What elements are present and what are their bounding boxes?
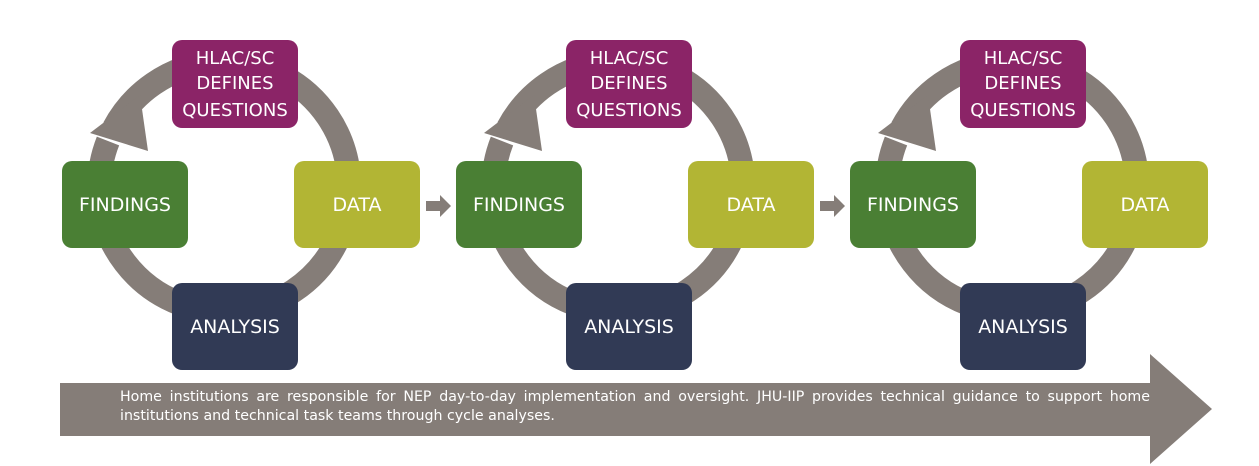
- cycle-3-questions-box: [960, 40, 1086, 128]
- cycle-3-questions-line-1: HLAC/SC: [984, 48, 1063, 69]
- cycle-1-questions-line-3: QUESTIONS: [182, 100, 288, 121]
- cycle-1-analysis-box: [172, 283, 298, 370]
- cycle-3-findings-label: FINDINGS: [867, 194, 959, 216]
- cycle-1-questions-line-1: HLAC/SC: [196, 48, 275, 69]
- timeline-arrow: [60, 354, 1212, 464]
- cycle-3-analysis-label: ANALYSIS: [978, 316, 1068, 338]
- cycle-3-data-label: DATA: [1121, 194, 1170, 216]
- cycle-2-data-label: DATA: [727, 194, 776, 216]
- cycle-3-data-box: [1082, 161, 1208, 248]
- cycle-3-questions-line-2: DEFINES: [984, 73, 1061, 94]
- cycle-2: HLAC/SC DEFINES QUESTIONS FINDINGS DATA …: [456, 40, 814, 370]
- cycle-3-arrowhead: [878, 95, 936, 151]
- cycle-1-arrowhead: [90, 95, 148, 151]
- cycle-3: HLAC/SC DEFINES QUESTIONS FINDINGS DATA …: [850, 40, 1208, 370]
- cycle-3-questions-line-3: QUESTIONS: [970, 100, 1076, 121]
- cycle-2-questions-box: [566, 40, 692, 128]
- cycle-1-questions-line-2: DEFINES: [196, 73, 273, 94]
- cycle-2-analysis-box: [566, 283, 692, 370]
- cycle-2-questions-line-1: HLAC/SC: [590, 48, 669, 69]
- cycle-1-findings-label: FINDINGS: [79, 194, 171, 216]
- cycle-3-analysis-box: [960, 283, 1086, 370]
- timeline-caption: Home institutions are responsible for NE…: [120, 389, 1150, 424]
- cycle-2-arrowhead: [484, 95, 542, 151]
- cycle-2-data-box: [688, 161, 814, 248]
- connector-arrow-2: [820, 195, 845, 217]
- cycle-2-questions-line-3: QUESTIONS: [576, 100, 682, 121]
- cycle-2-analysis-label: ANALYSIS: [584, 316, 674, 338]
- cycle-2-findings-label: FINDINGS: [473, 194, 565, 216]
- connector-arrow-1: [426, 195, 451, 217]
- cycle-2-findings-box: [456, 161, 582, 248]
- cycle-1-data-box: [294, 161, 420, 248]
- cycle-1-questions-box: [172, 40, 298, 128]
- cycle-3-findings-box: [850, 161, 976, 248]
- cycle-1: HLAC/SC DEFINES QUESTIONS FINDINGS DATA …: [62, 40, 420, 370]
- cycle-1-findings-box: [62, 161, 188, 248]
- cycle-2-questions-line-2: DEFINES: [590, 73, 667, 94]
- cycle-1-analysis-label: ANALYSIS: [190, 316, 280, 338]
- cycle-1-data-label: DATA: [333, 194, 382, 216]
